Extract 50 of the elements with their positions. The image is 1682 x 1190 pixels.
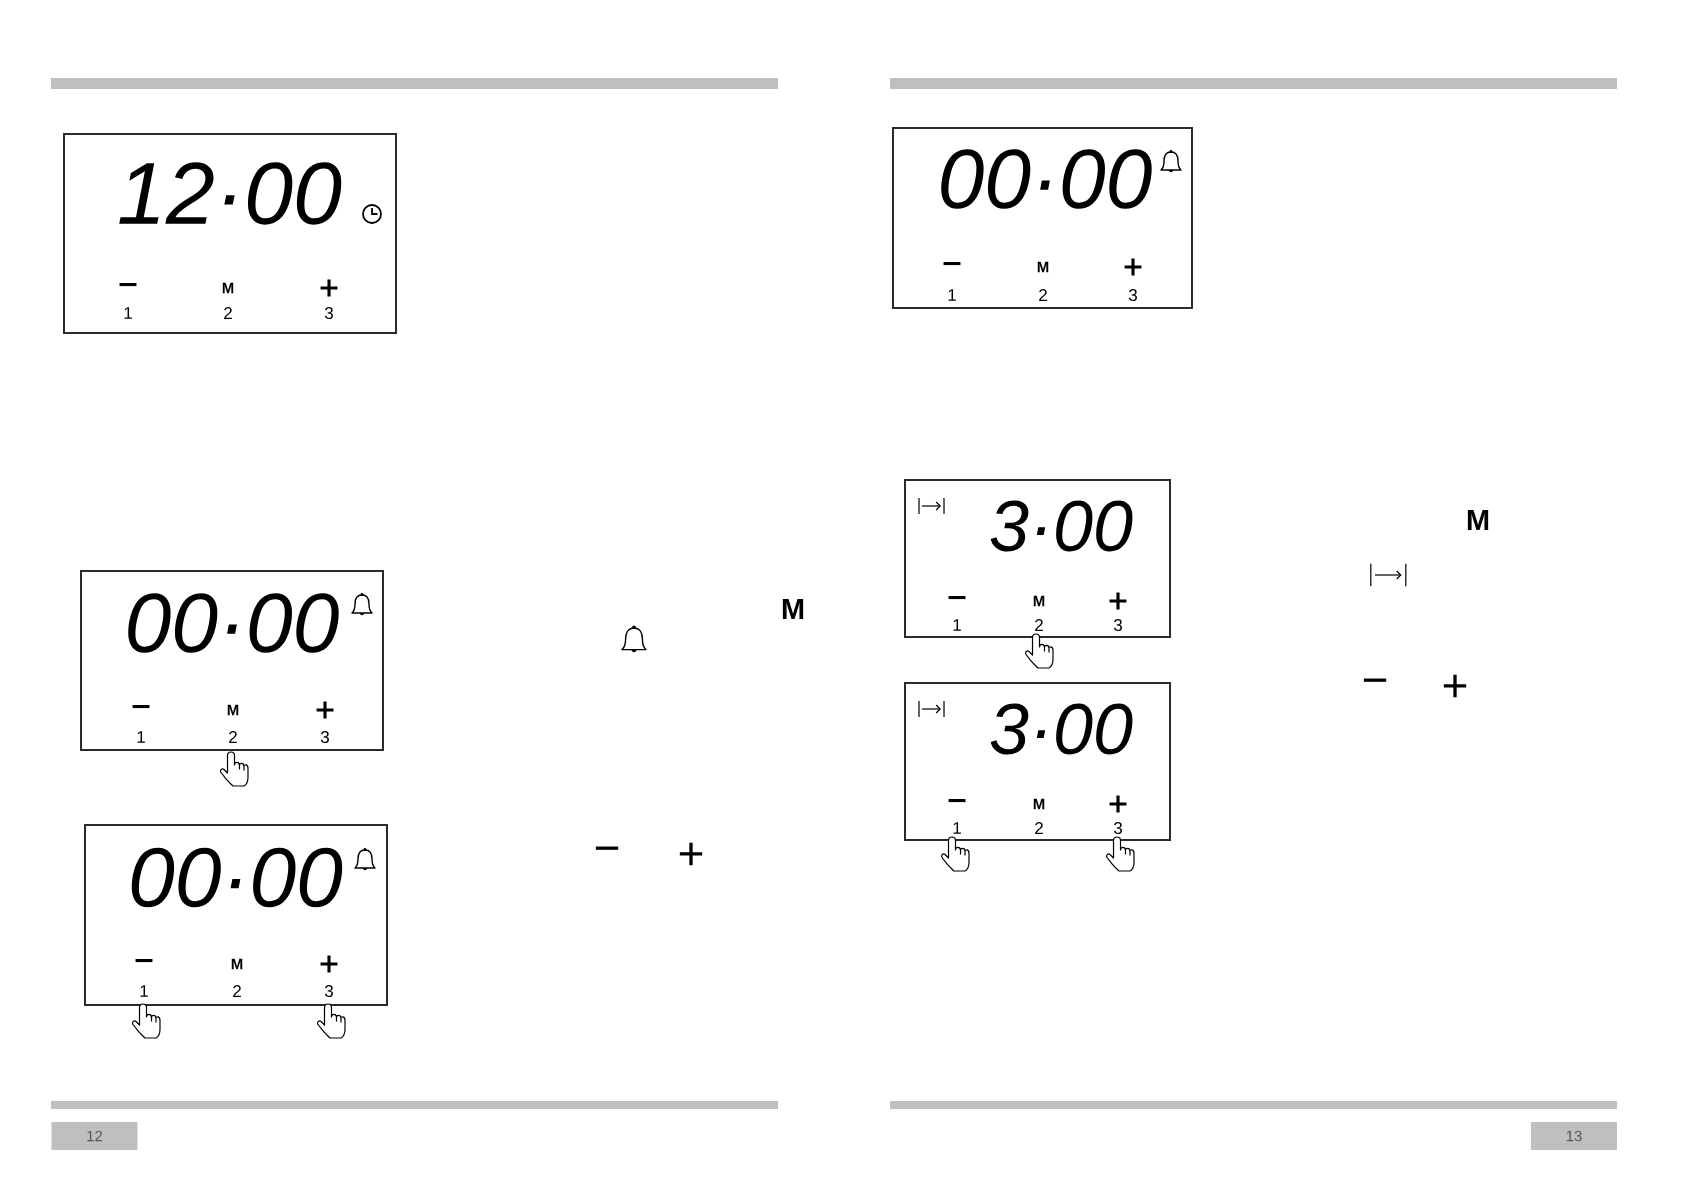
key-number: 3 xyxy=(1113,619,1122,631)
key-symbol: + xyxy=(320,955,338,973)
key-symbol: + xyxy=(1109,795,1127,813)
key-number: 2 xyxy=(1035,822,1043,834)
key-number: 1 xyxy=(140,985,148,997)
key-symbol: M xyxy=(1037,261,1049,273)
key-symbol: − xyxy=(948,799,966,803)
time-readout: 3·00 xyxy=(990,703,1133,755)
key-number: 2 xyxy=(1039,289,1047,301)
key-number: 3 xyxy=(320,731,329,743)
key-number: 3 xyxy=(1113,822,1122,834)
key-number: 1 xyxy=(953,822,961,834)
key-symbol: − xyxy=(1363,678,1387,682)
key-number: 2 xyxy=(1035,619,1043,631)
key-number: 2 xyxy=(229,731,237,743)
key-symbol: − xyxy=(135,959,153,963)
key-symbol: + xyxy=(679,842,703,866)
key-symbol: + xyxy=(1443,674,1467,698)
key-number: 1 xyxy=(948,289,956,301)
key-symbol: − xyxy=(595,846,619,850)
key-symbol: + xyxy=(316,701,334,719)
key-symbol: M xyxy=(1467,510,1489,530)
key-symbol: M xyxy=(782,599,804,619)
key-number: 1 xyxy=(953,619,961,631)
key-symbol: M xyxy=(227,704,239,716)
key-symbol: M xyxy=(1033,798,1045,810)
key-number: 1 xyxy=(137,731,145,743)
key-number: 3 xyxy=(324,985,333,997)
key-number: 2 xyxy=(233,985,241,997)
key-symbol: − xyxy=(132,705,150,709)
time-readout: 12·00 xyxy=(119,162,342,225)
time-readout: 00·00 xyxy=(131,847,343,908)
key-number: 2 xyxy=(224,307,232,319)
time-readout: 00·00 xyxy=(941,149,1152,209)
time-readout: 3·00 xyxy=(990,500,1133,552)
key-symbol: + xyxy=(1109,592,1127,610)
time-readout: 00·00 xyxy=(128,593,339,653)
key-symbol: − xyxy=(948,596,966,600)
key-symbol: M xyxy=(231,958,243,970)
key-number: 3 xyxy=(1128,289,1137,301)
page-number: 12 xyxy=(51,1122,138,1150)
key-symbol: − xyxy=(943,262,961,266)
key-symbol: M xyxy=(1033,595,1045,607)
page-number: 13 xyxy=(1531,1122,1617,1150)
key-symbol: M xyxy=(222,282,234,294)
key-symbol: − xyxy=(119,283,137,287)
key-number: 3 xyxy=(324,307,333,319)
key-number: 1 xyxy=(124,307,132,319)
key-symbol: + xyxy=(320,279,338,297)
key-symbol: + xyxy=(1124,258,1142,276)
